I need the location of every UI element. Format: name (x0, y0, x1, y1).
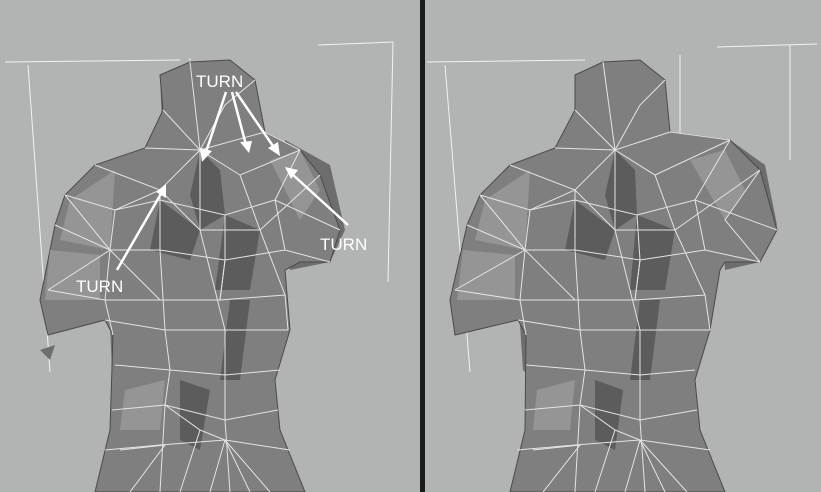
turn-label-right-shoulder: TURN (320, 235, 367, 254)
turn-label-neck: TURN (196, 72, 243, 91)
viewport-left-canvas: TURN TURN TURN (0, 0, 420, 492)
viewport-left-before[interactable]: TURN TURN TURN (0, 0, 420, 492)
turn-label-left-shoulder: TURN (76, 277, 123, 296)
viewport-right-after[interactable] (425, 0, 821, 492)
viewport-right-canvas (425, 0, 821, 492)
